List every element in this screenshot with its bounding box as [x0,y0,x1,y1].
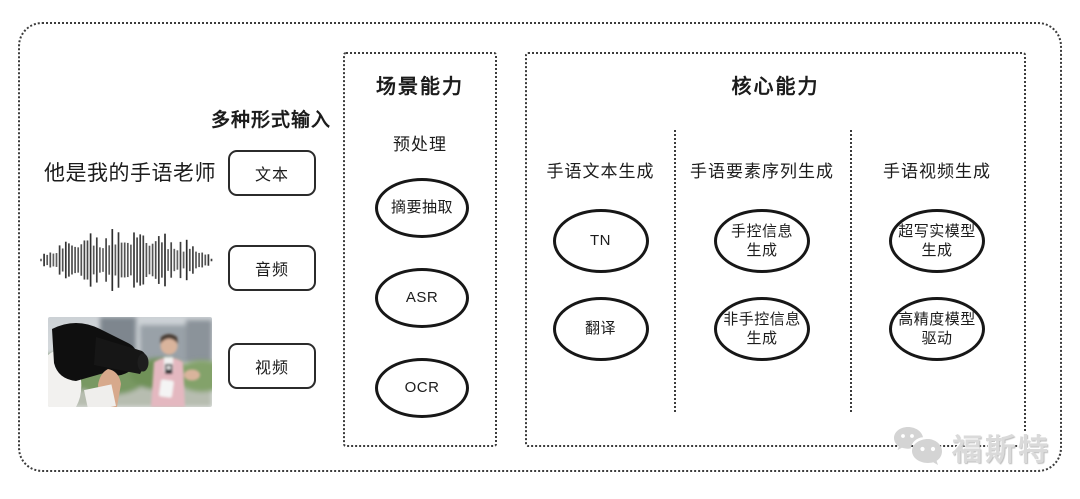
node-non-manual-info-generation: 非手控信息 生成 [714,297,810,361]
column-divider [850,130,852,412]
input-type-audio-box: 音频 [228,245,316,291]
scene-capability-box: 场景能力 预处理 摘要抽取 ASR OCR [343,52,497,447]
preprocess-label: 预处理 [393,135,447,154]
node-asr: ASR [375,268,469,328]
column-header: 手语要素序列生成 [690,162,834,181]
wechat-icon [894,427,942,465]
input-section-title: 多种形式输入 [211,110,332,131]
node-summary-extraction: 摘要抽取 [375,178,469,238]
column-sign-video-generation: 手语视频生成 超写实模型 生成 高精度模型 驱动 [850,54,1024,445]
input-type-video-label: 视频 [254,360,289,377]
column-divider [674,130,676,412]
node-translation: 翻译 [552,297,649,361]
video-photo-image [48,317,212,407]
column-header: 手语文本生成 [546,162,655,181]
node-ocr: OCR [375,358,469,418]
sample-sentence-text: 他是我的手语老师 [44,162,216,185]
core-capability-title: 核心能力 [731,76,820,98]
input-type-video-box: 视频 [228,343,316,389]
column-sign-text-generation: 手语文本生成 TN 翻译 [527,54,674,445]
column-header: 手语视频生成 [883,162,991,181]
outer-dotted-frame [18,22,1062,472]
node-high-precision-model-driving: 高精度模型 驱动 [889,297,985,361]
node-hyperrealistic-model-generation: 超写实模型 生成 [889,209,985,273]
node-tn: TN [552,209,649,273]
scene-capability-title: 场景能力 [376,76,464,98]
column-sign-element-sequence-generation: 手语要素序列生成 手控信息 生成 非手控信息 生成 [674,54,850,445]
input-type-text-label: 文本 [254,167,289,184]
photographer-foreground [48,323,149,407]
audio-waveform-image [40,229,213,291]
node-manual-info-generation: 手控信息 生成 [714,209,810,273]
core-capability-box: 核心能力 手语文本生成 TN 翻译 手语要素序列生成 手控信息 生成 非手控信息… [525,52,1026,447]
input-type-audio-label: 音频 [254,262,289,279]
watermark: 福斯特 [892,424,1051,470]
watermark-text: 福斯特 [952,434,1051,467]
input-type-text-box: 文本 [228,150,316,196]
blurred-reporter [151,334,200,407]
